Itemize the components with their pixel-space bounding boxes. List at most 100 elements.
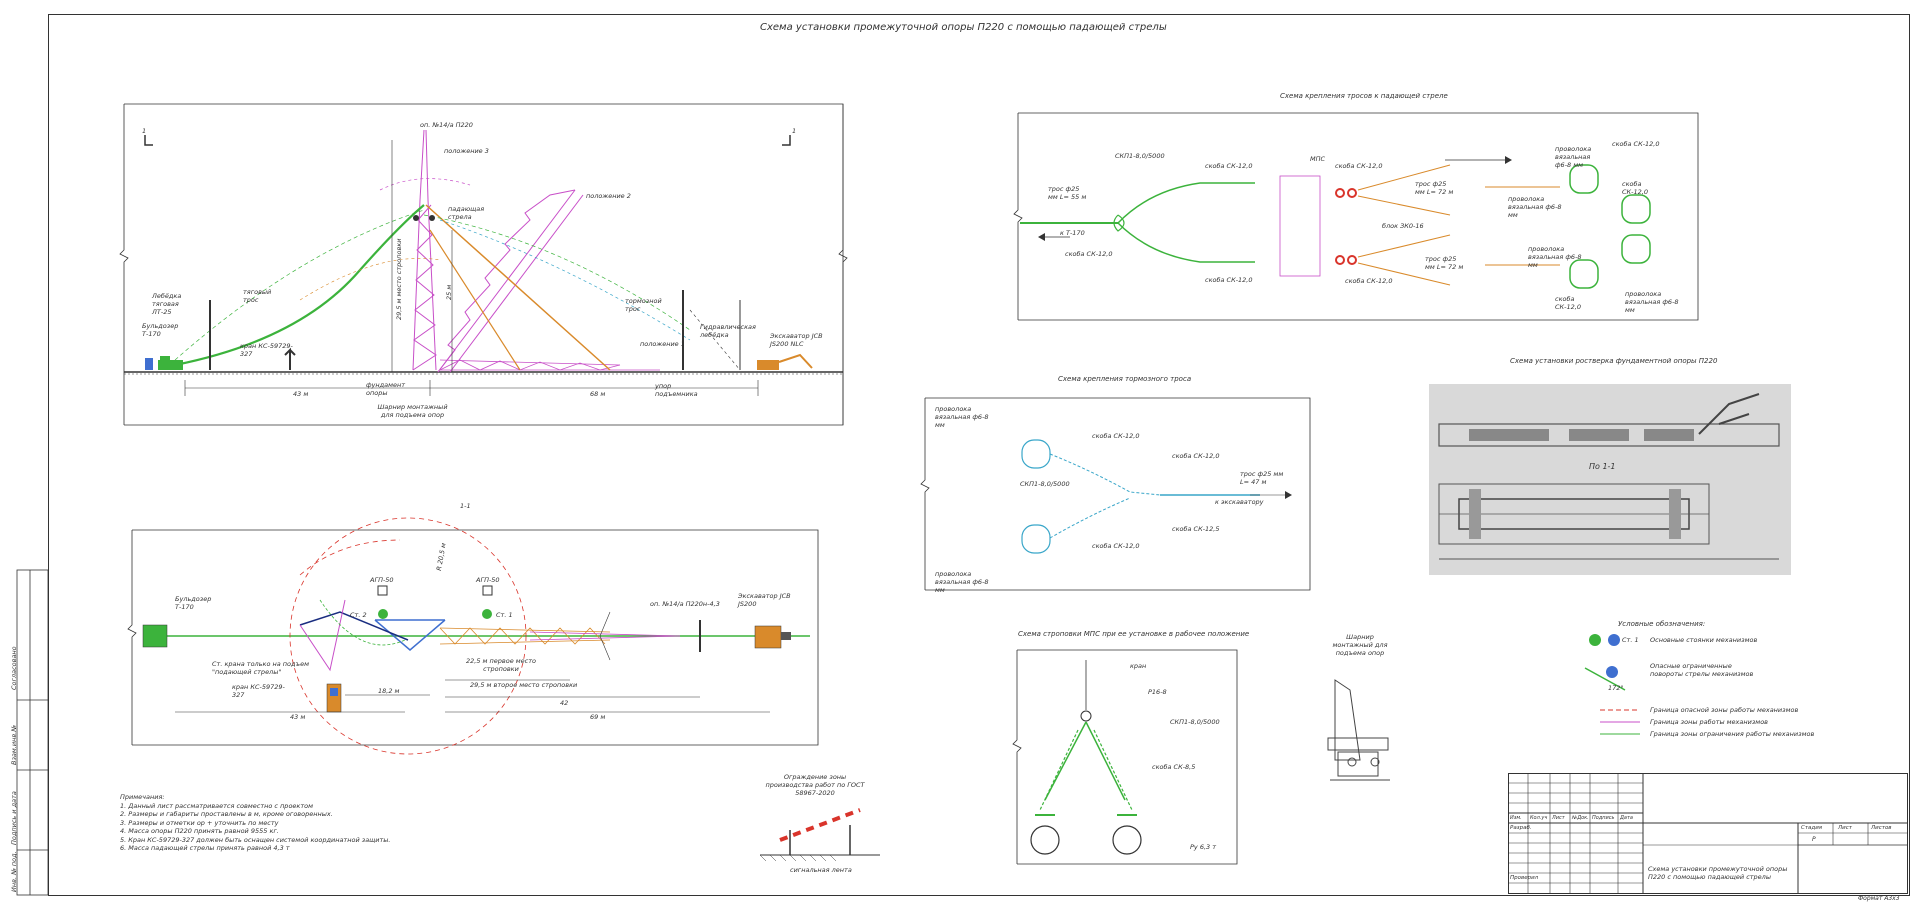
brake-l1: скоба СК-12,0 bbox=[1092, 432, 1140, 440]
note-1: 1. Данный лист рассматривается совместно… bbox=[120, 801, 314, 810]
note-6: 6. Масса падающей стрелы принять равной … bbox=[120, 844, 290, 852]
plan-point2: 29,5 м второе место строповки bbox=[470, 681, 578, 689]
label-hinge: Шарнир монтажный для подъема опор bbox=[377, 403, 448, 419]
legend-symbols bbox=[1584, 634, 1640, 735]
tb-h3: №Док. bbox=[1572, 815, 1589, 821]
label-hydro-winch: Гидравлическая лебёдка bbox=[700, 323, 756, 339]
tb-stage: Стадия bbox=[1801, 825, 1823, 831]
mps-l0: кран bbox=[1130, 662, 1147, 670]
legend-title: Условные обозначения: bbox=[1618, 620, 1706, 628]
rope-l6: МПС bbox=[1310, 155, 1326, 163]
brake-l0: проволока вязальная ф6-8 мм bbox=[935, 405, 989, 429]
rope-l2: СКП1-8,0/5000 bbox=[1115, 152, 1165, 160]
mps-l2: СКП1-8,0/5000 bbox=[1170, 718, 1220, 726]
rope-l0: трос ф25 мм L= 55 м bbox=[1048, 185, 1087, 201]
rope-l7: скоба СК-12,0 bbox=[1335, 162, 1383, 170]
rope-l10: трос ф25 мм L= 72 м bbox=[1425, 255, 1464, 271]
brake-l7: скоба СК-12,5 bbox=[1172, 525, 1220, 533]
label-foundation: фундамент опоры bbox=[366, 381, 406, 397]
rope-l14: проволока вязальная ф6-8 мм bbox=[1508, 195, 1562, 219]
format-label: Формат А3х3 bbox=[1858, 895, 1900, 902]
tb-h5: Дата bbox=[1620, 815, 1633, 821]
note-4: 4. Масса опоры П220 принять равной 9555 … bbox=[120, 827, 279, 835]
rope-l18: проволока вязальная ф6-8 мм bbox=[1625, 290, 1679, 314]
plan-view bbox=[127, 517, 819, 755]
label-stop: упор подъемника bbox=[655, 382, 698, 398]
hinge-title: Шарнир монтажный для подъема опор bbox=[1332, 633, 1388, 657]
legend-item-2: Граница опасной зоны работы механизмов bbox=[1650, 706, 1799, 714]
plan-dim-0: 43 м bbox=[290, 713, 306, 721]
plan-bulldozer: Бульдозер Т-170 bbox=[175, 595, 212, 611]
mps-title: Схема строповки МПС при ее установке в р… bbox=[1018, 630, 1250, 638]
plan-agp2: АГП-50 bbox=[476, 576, 500, 584]
photo-title: Схема установки ростверка фундаментной о… bbox=[1510, 357, 1718, 365]
dim-left: 43 м bbox=[293, 390, 309, 398]
label-brake-cable: тормозной трос bbox=[625, 297, 662, 313]
plan-title: 1-1 bbox=[460, 502, 471, 510]
plan-agp1: АГП-50 bbox=[370, 576, 394, 584]
stamp-agreed: Согласовано bbox=[10, 646, 18, 690]
label-winch: Лебёдка тяговая ЛТ-25 bbox=[152, 292, 182, 316]
rope-l8: трос ф25 мм L= 72 м bbox=[1415, 180, 1454, 196]
section-mark-left: 1 bbox=[142, 127, 147, 135]
note-3: 3. Размеры и отметки ор + уточнить по ме… bbox=[120, 818, 279, 827]
stamp-replace: Взам.инв.№ bbox=[10, 725, 18, 765]
brake-l4: трос ф25 мм L= 47 м bbox=[1240, 470, 1284, 486]
label-pos3: положение 3 bbox=[444, 147, 489, 155]
mps-l4: Ру 6,3 т bbox=[1190, 843, 1217, 851]
legend-item-1: Опасные ограниченные повороты стрелы мех… bbox=[1650, 662, 1754, 678]
title-block: Изм. Кол.уч Лист №Док. Подпись Дата Разр… bbox=[1508, 773, 1908, 894]
tb-h0: Изм. bbox=[1510, 815, 1522, 821]
tb-sheets: Листов bbox=[1871, 825, 1892, 831]
plan-pole: оп. №14/а П220н-4,3 bbox=[650, 600, 720, 608]
photo-caption: По 1-1 bbox=[1589, 462, 1616, 471]
mps-l1: Р16-8 bbox=[1148, 688, 1167, 696]
tb-h2: Лист bbox=[1552, 815, 1565, 821]
notes-block: Примечания: 1. Данный лист рассматривает… bbox=[120, 793, 391, 853]
brake-l6: скоба СК-12,0 bbox=[1092, 542, 1140, 550]
mps-l3: скоба СК-8,5 bbox=[1152, 763, 1196, 771]
rope-l1: к Т-170 bbox=[1060, 229, 1085, 237]
zone-caption: сигнальная лента bbox=[790, 866, 852, 874]
tb-stage-value: Р bbox=[1812, 836, 1816, 843]
rope-l4: скоба СК-12,0 bbox=[1065, 250, 1113, 258]
rope-l17: скоба СК-12,0 bbox=[1555, 295, 1581, 311]
section-mark-right: 1 bbox=[792, 127, 797, 135]
rope-title: Схема крепления тросов к падающей стреле bbox=[1280, 92, 1448, 100]
title-block-grid bbox=[1508, 773, 1908, 894]
brake-scheme bbox=[920, 397, 1311, 591]
drawing-sheet bbox=[48, 14, 1910, 896]
legend-angle: 172° bbox=[1608, 684, 1624, 692]
plan-dim-3: 69 м bbox=[590, 713, 606, 721]
side-stamp-grid bbox=[16, 569, 49, 896]
rope-l15: скоба СК-12,0 bbox=[1622, 180, 1648, 196]
main-elevation-view bbox=[119, 103, 848, 426]
foundation-photo: По 1-1 bbox=[1429, 384, 1791, 575]
label-pos1: положение 1 bbox=[640, 340, 685, 348]
dim-right: 68 м bbox=[590, 390, 606, 398]
plan-dim-1: 18,2 м bbox=[378, 687, 400, 695]
legend-item-0: Основные стоянки механизмов bbox=[1650, 636, 1758, 644]
rope-l12: проволока вязальная ф6-8 мм bbox=[1555, 145, 1592, 169]
tb-checked: Проверил bbox=[1510, 875, 1539, 881]
label-boom: падающая стрела bbox=[448, 205, 485, 221]
label-cable: тяговый трос bbox=[243, 288, 272, 304]
stamp-sign: Подпись и дата bbox=[10, 791, 18, 845]
label-excavator: Экскаватор JCB JS200 NLC bbox=[770, 332, 823, 348]
plan-excavator: Экскаватор JCB JS200 bbox=[738, 592, 791, 608]
label-pole: оп. №14/а П220 bbox=[420, 121, 473, 129]
tb-h1: Кол.уч bbox=[1530, 815, 1548, 821]
rope-l9: блок ЗК0-16 bbox=[1382, 222, 1424, 230]
brake-l8: проволока вязальная ф6-8 мм bbox=[935, 570, 989, 594]
plan-point1: 22,5 м первое место строповки bbox=[466, 657, 536, 673]
legend-item-3: Граница зоны работы механизмов bbox=[1650, 718, 1769, 726]
brake-l5: к экскаватору bbox=[1215, 498, 1264, 506]
note-2: 2. Размеры и габариты проставлены в м, к… bbox=[120, 810, 333, 818]
label-height2: 25 м bbox=[445, 284, 453, 300]
notes-heading: Примечания: bbox=[120, 793, 165, 801]
plan-crane-note: Ст. крана только на подъем "подающей стр… bbox=[212, 660, 310, 676]
note-5: 5. Кран КС-59729-327 должен быть оснащен… bbox=[120, 835, 391, 844]
legend-st: Ст. 1 bbox=[1622, 636, 1639, 644]
label-crane: кран КС-59729-327 bbox=[240, 342, 293, 358]
